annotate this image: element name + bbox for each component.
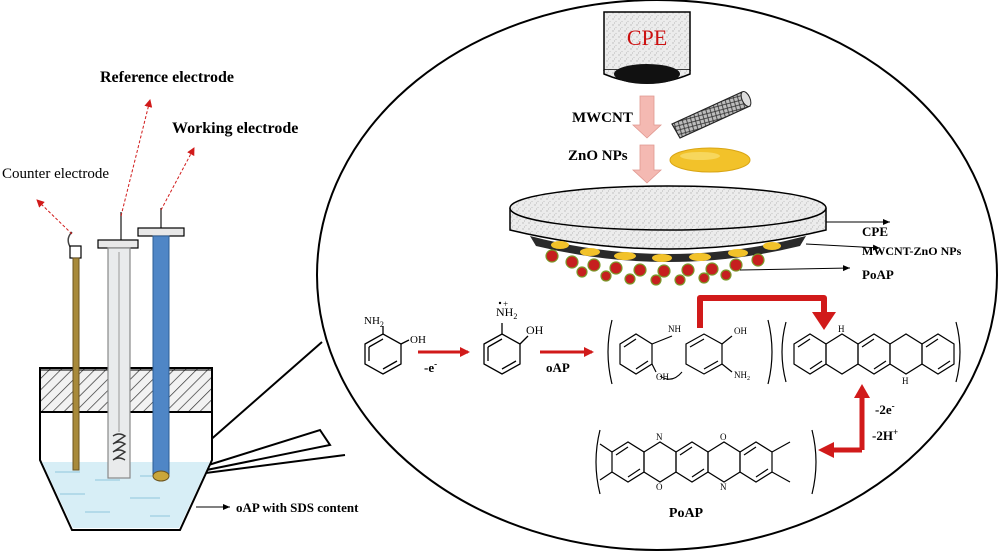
layer-mwcnt-zno-label: MWCNT-ZnO NPs [862, 244, 962, 258]
poap-structure [595, 429, 817, 495]
layer-cpe-label: CPE [862, 224, 888, 239]
poap-o2-label: O [720, 432, 727, 442]
cpe-black-surface [614, 64, 680, 84]
zno-label: ZnO NPs [568, 148, 628, 164]
minus-e-label: -e- [424, 359, 437, 375]
dimer-oh2-label: OH [656, 372, 669, 382]
counter-electrode [67, 231, 82, 471]
working-electrode [137, 208, 185, 482]
counter-electrode-label: Counter electrode [2, 166, 109, 182]
pink-arrow-mwcnt [631, 95, 663, 139]
electrochemical-cell [39, 208, 213, 531]
working-electrode-label: Working electrode [172, 120, 298, 137]
layer-leader-arrows [739, 219, 890, 272]
cyclized-intermediate-structure [781, 321, 961, 383]
poap-particles [545, 249, 765, 286]
modified-electrode-disk [509, 185, 827, 286]
minus-2e-label: -2e- [875, 401, 895, 417]
poap-n2-label: N [720, 482, 727, 492]
modified-electrode-tip [152, 470, 170, 482]
dimer-nh-label: NH [668, 324, 681, 334]
oap-oh-label: OH [410, 334, 426, 346]
cpe-electrode [603, 11, 691, 84]
layer-poap-label: PoAP [862, 267, 894, 282]
radical-nh2-label: NH2 [496, 305, 517, 321]
mwcnt-label: MWCNT [572, 110, 633, 126]
poap-n-label: N [656, 432, 663, 442]
cpe-title: CPE [627, 25, 667, 50]
oap-label: oAP [546, 360, 570, 375]
radical-cation-structure [483, 323, 529, 375]
oaminophenol-structure [364, 326, 410, 375]
mwcnt-nanotube-image [671, 91, 752, 139]
dimer-oh-label: OH [734, 326, 747, 336]
solution-label: oAP with SDS content [236, 500, 359, 515]
dimer-nh2-label: NH2 [734, 370, 750, 382]
zno-particles-on-layer [551, 241, 781, 262]
radical-oh-label: OH [526, 323, 544, 337]
minus-2h-label: -2H+ [872, 427, 898, 443]
platinum-coil [112, 433, 127, 461]
poap-bottom-label: PoAP [669, 506, 704, 521]
cyclized-h2-label: H [902, 376, 909, 386]
dimer-intermediate-structure [607, 319, 773, 385]
pink-arrow-zno [631, 144, 663, 184]
reference-electrode-label: Reference electrode [100, 69, 234, 86]
electrode-leader-lines [36, 99, 195, 235]
poap-o-label: O [656, 482, 663, 492]
arrow-cyclization [697, 295, 827, 328]
cyclized-h-label: H [838, 324, 845, 334]
svg-text:+: + [503, 299, 508, 309]
oap-nh2-label: NH2 [364, 315, 384, 329]
reference-electrode [97, 212, 139, 479]
zno-nanoparticles-image [669, 147, 751, 173]
solution-ripples [55, 471, 170, 517]
